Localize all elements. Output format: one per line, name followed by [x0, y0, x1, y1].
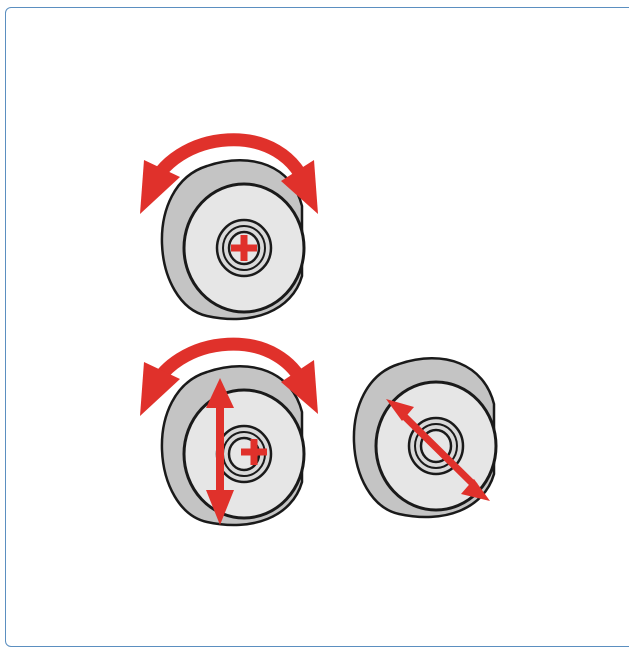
roller-top-body: [160, 158, 306, 321]
roller-bottom-right: [352, 356, 498, 519]
curved-double-arrow-icon: [140, 133, 318, 214]
roller-bottom-left-body: [160, 364, 306, 527]
curved-double-arrow-icon: [140, 337, 318, 416]
diagonal-double-arrow-icon: [386, 399, 490, 501]
roller-adjustment-illustration: [140, 133, 498, 527]
roller-top: [140, 133, 318, 321]
roller-bottom-left: [140, 337, 318, 527]
image-frame: [5, 7, 629, 647]
vertical-double-arrow-icon: [206, 378, 234, 525]
